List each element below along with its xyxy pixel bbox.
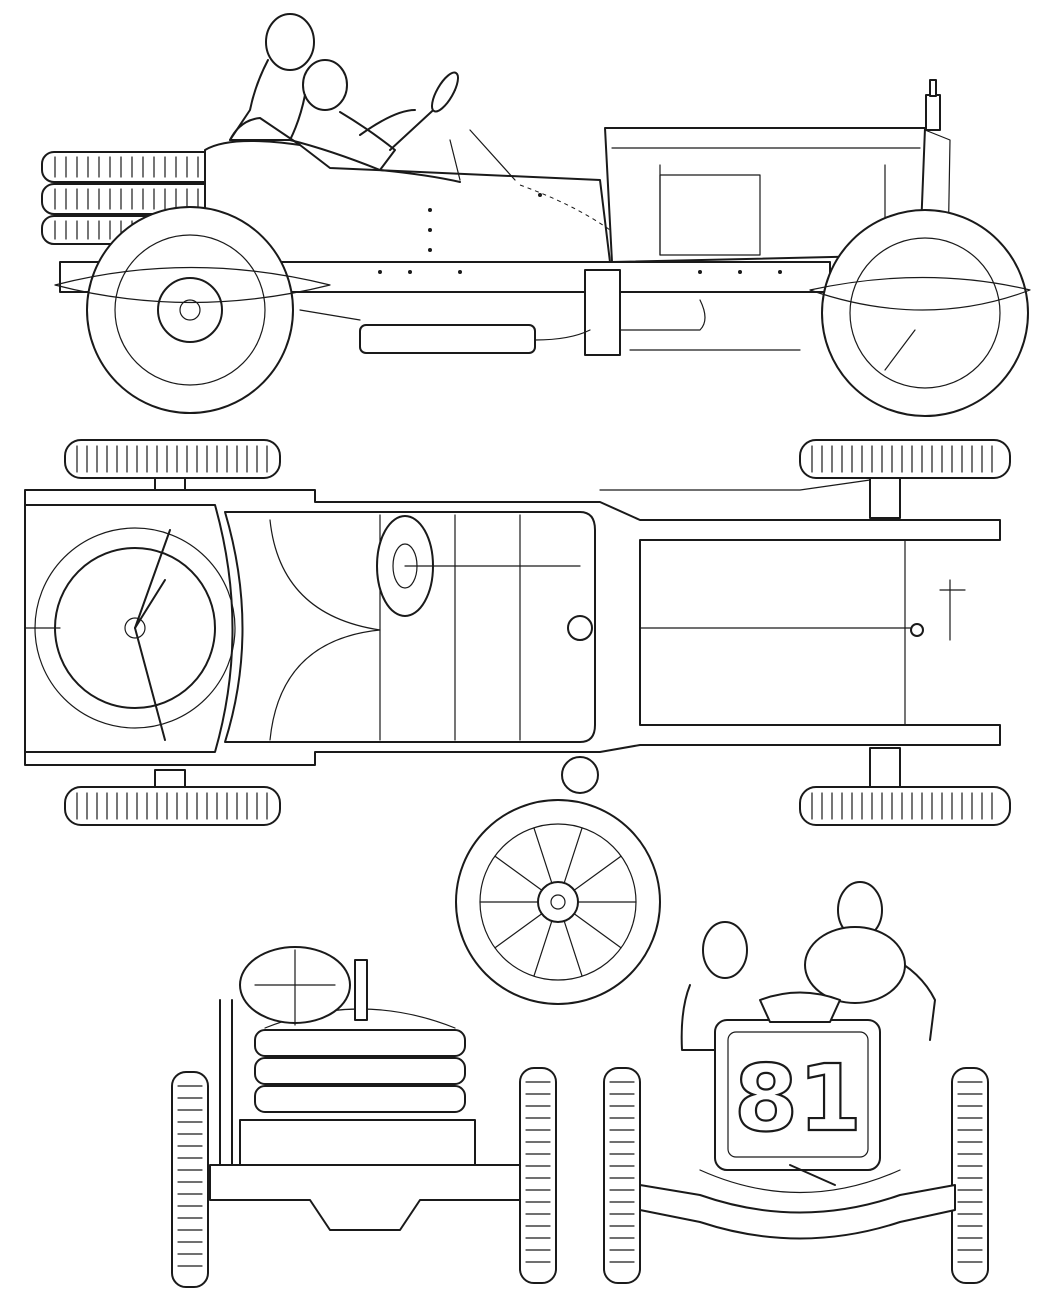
body-tub bbox=[204, 140, 611, 263]
side-rear-wheel bbox=[54, 206, 331, 414]
wheel-detail bbox=[455, 799, 661, 1005]
front-mechanic bbox=[680, 921, 748, 1051]
race-number: 81 bbox=[734, 1045, 862, 1152]
cockpit bbox=[224, 511, 596, 743]
rivets bbox=[378, 193, 782, 274]
side-front-wheel bbox=[809, 209, 1031, 417]
mechanic-figure bbox=[229, 13, 315, 141]
exhaust-muffler bbox=[359, 324, 536, 354]
front-view: 81 bbox=[603, 881, 989, 1284]
driver-figure bbox=[289, 59, 461, 183]
side-view bbox=[41, 13, 1031, 417]
rear-view bbox=[171, 946, 557, 1288]
top-view bbox=[24, 439, 1011, 826]
rear-left-tyre bbox=[171, 1071, 209, 1288]
rear-right-tyre bbox=[519, 1067, 557, 1284]
top-tyres bbox=[64, 439, 1011, 826]
front-right-tyre bbox=[951, 1067, 989, 1284]
front-left-tyre bbox=[603, 1067, 641, 1284]
